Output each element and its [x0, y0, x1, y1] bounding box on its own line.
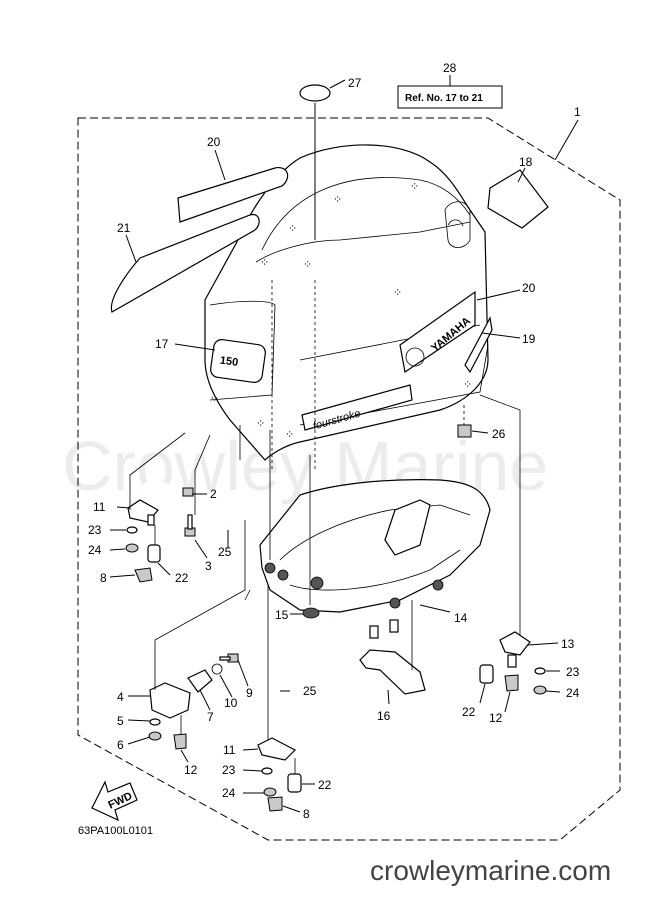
rubber-seal-tray[interactable]: [259, 479, 491, 613]
nut-24-right[interactable]: [533, 685, 547, 695]
hose-clip-2[interactable]: [182, 487, 194, 497]
ref-box: Ref. No. 17 to 21: [397, 85, 503, 109]
callout-8-upper: 8: [100, 571, 107, 585]
washer-23-upper[interactable]: [126, 526, 138, 534]
callout-24-lower: 24: [222, 786, 236, 800]
callout-10: 10: [224, 696, 238, 710]
grommet-12-right[interactable]: [504, 674, 519, 692]
seal-27[interactable]: [299, 84, 331, 102]
bracket-7[interactable]: [187, 669, 213, 693]
grommet-mark: ⁘: [285, 429, 294, 441]
bolt-9[interactable]: [219, 653, 239, 663]
callout-19: 19: [522, 332, 536, 346]
callout-leaders: [109, 75, 579, 813]
callout-8-lower: 8: [303, 807, 310, 821]
model-number-text: 150: [219, 355, 239, 369]
callout-22-lower: 22: [318, 778, 332, 792]
callout-9: 9: [246, 686, 253, 700]
callout-22-right: 22: [462, 705, 476, 719]
grommet-12-left[interactable]: [173, 733, 187, 750]
callout-21: 21: [117, 221, 131, 235]
washer-10[interactable]: [211, 663, 223, 675]
callout-6: 6: [117, 738, 124, 752]
grommet-mark: ⁘: [303, 259, 312, 271]
callout-25-upper: 25: [218, 545, 232, 559]
grommet-8-lower[interactable]: [267, 796, 283, 812]
callout-23-lower: 23: [222, 763, 236, 777]
callout-11-upper: 11: [93, 500, 106, 514]
emblem-21[interactable]: [110, 213, 260, 313]
bracket-13[interactable]: [499, 631, 531, 668]
bracket-16[interactable]: [359, 619, 426, 695]
callout-28: 28: [443, 61, 457, 75]
callout-13: 13: [561, 637, 575, 651]
washer-23-lower[interactable]: [261, 767, 273, 775]
top-cowling[interactable]: ⁘ ⁘ ⁘ ⁘ ⁘ ⁘ ⁘ ⁘ ⁘ ⁘: [204, 144, 489, 461]
clip-26[interactable]: [457, 405, 472, 438]
washer-23-right[interactable]: [534, 667, 546, 675]
emblem-18[interactable]: [487, 169, 549, 229]
grommet-mark: ⁘: [288, 223, 297, 235]
washer-5[interactable]: [149, 718, 161, 726]
damper-22-right[interactable]: [479, 664, 494, 684]
nut-6[interactable]: [148, 731, 162, 741]
callout-2: 2: [210, 487, 217, 501]
callout-23-upper: 23: [88, 523, 102, 537]
bracket-11-lower[interactable]: [257, 737, 297, 761]
callout-12-left: 12: [184, 763, 198, 777]
callout-11-lower: 11: [223, 743, 236, 757]
grommet-mark: ⁘: [210, 393, 219, 405]
bracket-11-upper[interactable]: [127, 499, 159, 526]
fwd-arrow-icon: FWD: [91, 780, 138, 822]
grommet-mark: ⁘: [333, 194, 342, 206]
grommet-mark: ⁘: [410, 181, 419, 193]
grommet-mark: ⁘: [393, 287, 402, 299]
site-footer[interactable]: crowleymarine.com: [370, 855, 611, 886]
callout-27: 27: [348, 76, 362, 90]
callout-20-top: 20: [207, 135, 221, 149]
callout-26: 26: [492, 427, 506, 441]
damper-22-lower[interactable]: [287, 773, 302, 793]
model-number-decal[interactable]: 150: [210, 339, 267, 384]
bolt-3[interactable]: [184, 514, 196, 537]
nut-24-upper[interactable]: [125, 543, 139, 553]
callout-23-right: 23: [566, 665, 580, 679]
callout-15: 15: [275, 608, 289, 622]
bracket-4[interactable]: [149, 682, 191, 719]
diagram-code: 63PA100L0101: [78, 825, 153, 837]
callout-18: 18: [519, 155, 533, 169]
nut-24-lower[interactable]: [263, 787, 277, 797]
decal-strip-19[interactable]: [464, 316, 493, 374]
callout-22-upper: 22: [175, 571, 189, 585]
callout-24-upper: 24: [88, 543, 102, 557]
callout-14: 14: [454, 611, 468, 625]
emblem-20-top[interactable]: [177, 166, 289, 223]
assembly-boundary: [77, 117, 621, 841]
damper-22-upper[interactable]: [147, 544, 161, 563]
callout-1: 1: [574, 105, 581, 119]
grommet-mark: ⁘: [463, 379, 472, 391]
grommet-15[interactable]: [302, 607, 320, 619]
callout-20-side: 20: [522, 281, 536, 295]
callout-17: 17: [155, 337, 169, 351]
callout-4: 4: [117, 690, 124, 704]
callout-3: 3: [205, 559, 212, 573]
grommet-8-upper[interactable]: [134, 567, 153, 583]
callout-7: 7: [207, 710, 214, 724]
callout-12-right: 12: [489, 711, 503, 725]
callout-16: 16: [377, 709, 391, 723]
callout-5: 5: [117, 714, 124, 728]
callout-25-lower: 25: [303, 684, 317, 698]
callout-24-right: 24: [566, 686, 580, 700]
ref-box-text: Ref. No. 17 to 21: [405, 93, 483, 104]
grommet-mark: ⁘: [260, 257, 269, 269]
assembly-lines: [129, 280, 521, 774]
grommet-mark: ⁘: [256, 418, 265, 430]
